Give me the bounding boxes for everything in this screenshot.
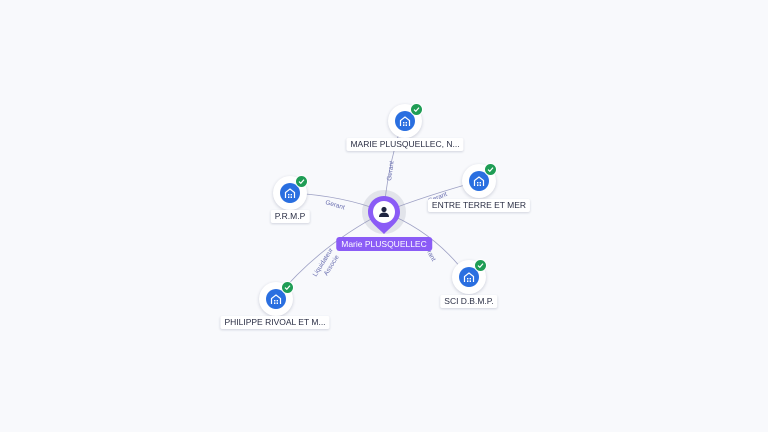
node-label[interactable]: SCI D.B.M.P. — [440, 295, 498, 308]
person-icon — [379, 206, 389, 217]
company-node-marie-plusquellec[interactable] — [388, 103, 423, 138]
verified-check-icon — [295, 175, 308, 188]
verified-check-icon — [484, 163, 497, 176]
company-icon — [266, 289, 286, 309]
company-node-sci-dbmp[interactable] — [452, 259, 487, 294]
company-icon — [469, 171, 489, 191]
edge-label-left: Gerant — [324, 199, 345, 211]
verified-check-icon — [474, 259, 487, 272]
verified-check-icon — [410, 103, 423, 116]
node-label[interactable]: MARIE PLUSQUELLEC, N... — [346, 138, 464, 151]
person-node-pin[interactable] — [366, 194, 402, 236]
company-node-philippe-rivoal[interactable] — [259, 281, 294, 316]
company-icon — [395, 111, 415, 131]
node-label[interactable]: PHILIPPE RIVOAL ET M... — [220, 316, 330, 329]
company-icon — [280, 183, 300, 203]
edge-label-top: Gerant — [386, 160, 396, 181]
verified-check-icon — [281, 281, 294, 294]
node-label[interactable]: P.R.M.P — [270, 210, 310, 223]
node-label[interactable]: ENTRE TERRE ET MER — [427, 199, 531, 212]
company-icon — [459, 267, 479, 287]
company-node-prmp[interactable] — [273, 175, 308, 210]
company-node-entre-terre-et-mer[interactable] — [462, 163, 497, 198]
center-node-label[interactable]: Marie PLUSQUELLEC — [336, 237, 432, 251]
